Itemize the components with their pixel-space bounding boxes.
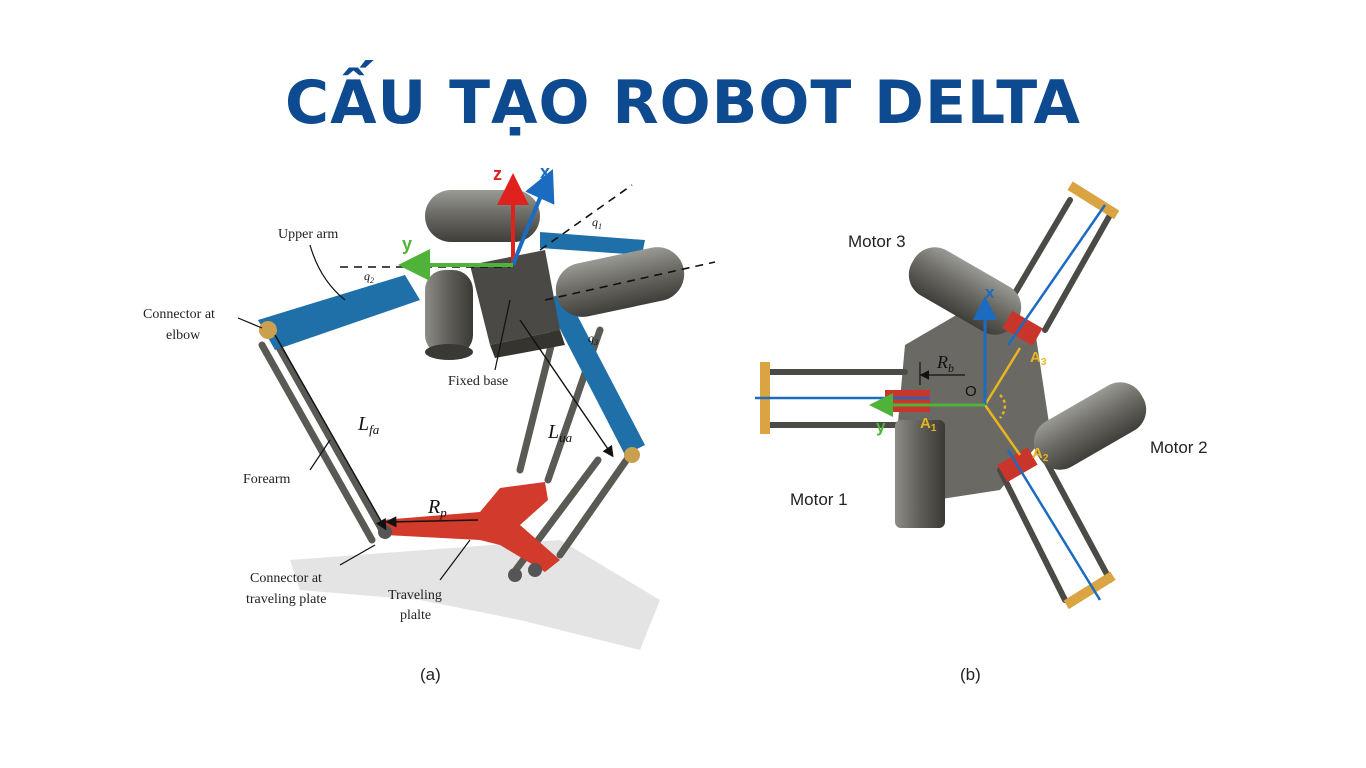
upper-arms — [258, 232, 645, 455]
label-q1: q1 — [592, 215, 602, 231]
floor-shadow — [290, 540, 660, 650]
label-motor-2: Motor 2 — [1150, 438, 1208, 457]
label-motor-1: Motor 1 — [790, 490, 848, 509]
caption-b: (b) — [960, 665, 981, 684]
label-a3: A3 — [1030, 349, 1047, 368]
rods-b — [767, 197, 1113, 603]
label-traveling-plate-line2: plalte — [400, 608, 431, 623]
axes-a — [398, 169, 555, 281]
figure-a: Upper arm Connector at elbow Fixed base … — [143, 162, 716, 684]
forearm-rods — [258, 326, 634, 579]
label-traveling-plate-line1: Traveling — [388, 588, 442, 603]
label-a1: A1 — [920, 415, 937, 434]
axis-label-x-b: x — [985, 283, 995, 302]
axes-b — [869, 296, 997, 417]
axis-label-y-b: y — [876, 417, 886, 436]
label-connector-plate-line1: Connector at — [250, 571, 322, 586]
label-origin: O — [965, 383, 977, 400]
caption-a: (a) — [420, 665, 441, 684]
elbow-connector-icon — [259, 321, 277, 339]
label-upper-arm: Upper arm — [278, 227, 338, 242]
centerlines-b — [755, 204, 1107, 601]
label-q3: q3 — [588, 331, 598, 347]
axis-label-x: x — [540, 162, 550, 182]
label-l-fa: Lfa — [357, 413, 380, 437]
axis-label-z: z — [493, 164, 502, 184]
elbow-connector-icon — [624, 447, 640, 463]
labels-b: Motor 3 Motor 2 Motor 1 — [790, 232, 1208, 509]
axis-label-y: y — [402, 234, 412, 254]
joint-labels-b: A1 A2 A3 — [920, 349, 1049, 464]
label-connector-plate-line2: traveling plate — [246, 592, 326, 607]
label-a2: A2 — [1032, 445, 1049, 464]
label-r-b: Rb — [936, 352, 954, 375]
leader-lines — [237, 244, 511, 581]
page-title: CẤU TẠO ROBOT DELTA — [285, 68, 1081, 138]
label-q2: q2 — [364, 269, 374, 285]
math-labels-a: Lfa Lua Rp q1 q2 q3 — [357, 215, 602, 520]
label-motor-3: Motor 3 — [848, 232, 906, 251]
figure-b: Motor 3 Motor 2 Motor 1 x y O Rb A1 A2 A… — [755, 181, 1208, 684]
labels-a: Upper arm Connector at elbow Fixed base … — [143, 227, 508, 623]
label-fixed-base: Fixed base — [448, 374, 508, 389]
axis-labels-a: z x y — [402, 162, 550, 254]
fixed-base — [470, 250, 565, 358]
label-l-ua: Lua — [547, 421, 573, 445]
dimension-lines — [274, 319, 614, 531]
label-forearm: Forearm — [243, 472, 291, 487]
axis-labels-b: x y — [876, 283, 995, 436]
label-connector-elbow-line2: elbow — [166, 328, 201, 343]
label-connector-elbow-line1: Connector at — [143, 307, 215, 322]
label-r-p: Rp — [427, 496, 447, 520]
